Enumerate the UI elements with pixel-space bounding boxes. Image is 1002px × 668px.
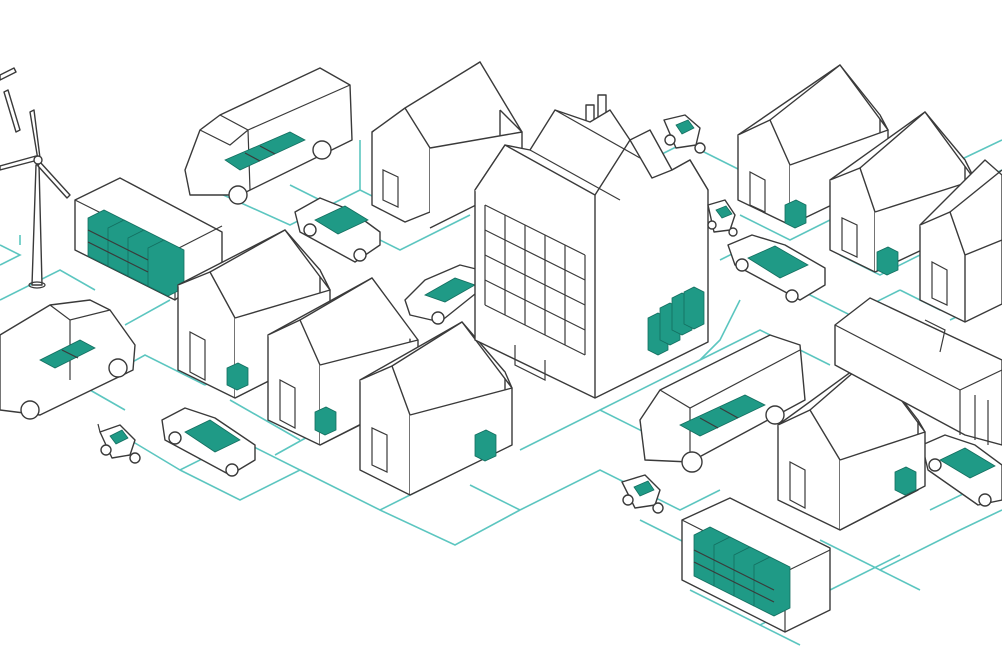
car-icon bbox=[921, 434, 1002, 507]
van-icon bbox=[184, 67, 353, 205]
scooter-icon bbox=[707, 199, 738, 237]
scooter-icon bbox=[97, 423, 141, 464]
car-icon bbox=[404, 264, 481, 325]
scooter-icon bbox=[621, 474, 664, 514]
battery-container-icon bbox=[681, 497, 831, 633]
home-battery-icon bbox=[876, 246, 899, 276]
home-battery-icon bbox=[474, 429, 497, 462]
van-icon bbox=[639, 334, 806, 473]
home-battery-icon bbox=[226, 362, 249, 391]
car-icon bbox=[161, 407, 256, 477]
wind-turbine-icon bbox=[0, 109, 71, 289]
van-icon bbox=[0, 299, 136, 420]
home-battery-icon bbox=[784, 199, 807, 229]
house-icon bbox=[919, 159, 1002, 323]
battery-stack bbox=[87, 209, 185, 297]
home-battery-icon bbox=[314, 406, 337, 436]
car-icon bbox=[727, 234, 826, 303]
car-icon bbox=[294, 197, 381, 263]
wind-turbine-icon bbox=[0, 67, 21, 133]
house-icon bbox=[359, 321, 513, 496]
battery-stack bbox=[647, 286, 705, 356]
house-icon bbox=[777, 357, 926, 531]
bus-icon bbox=[834, 297, 1002, 446]
factory-icon bbox=[474, 94, 709, 399]
office-windows bbox=[484, 204, 586, 356]
scooter-icon bbox=[663, 114, 706, 154]
home-battery-icon bbox=[894, 466, 917, 496]
battery-stack bbox=[693, 526, 791, 617]
